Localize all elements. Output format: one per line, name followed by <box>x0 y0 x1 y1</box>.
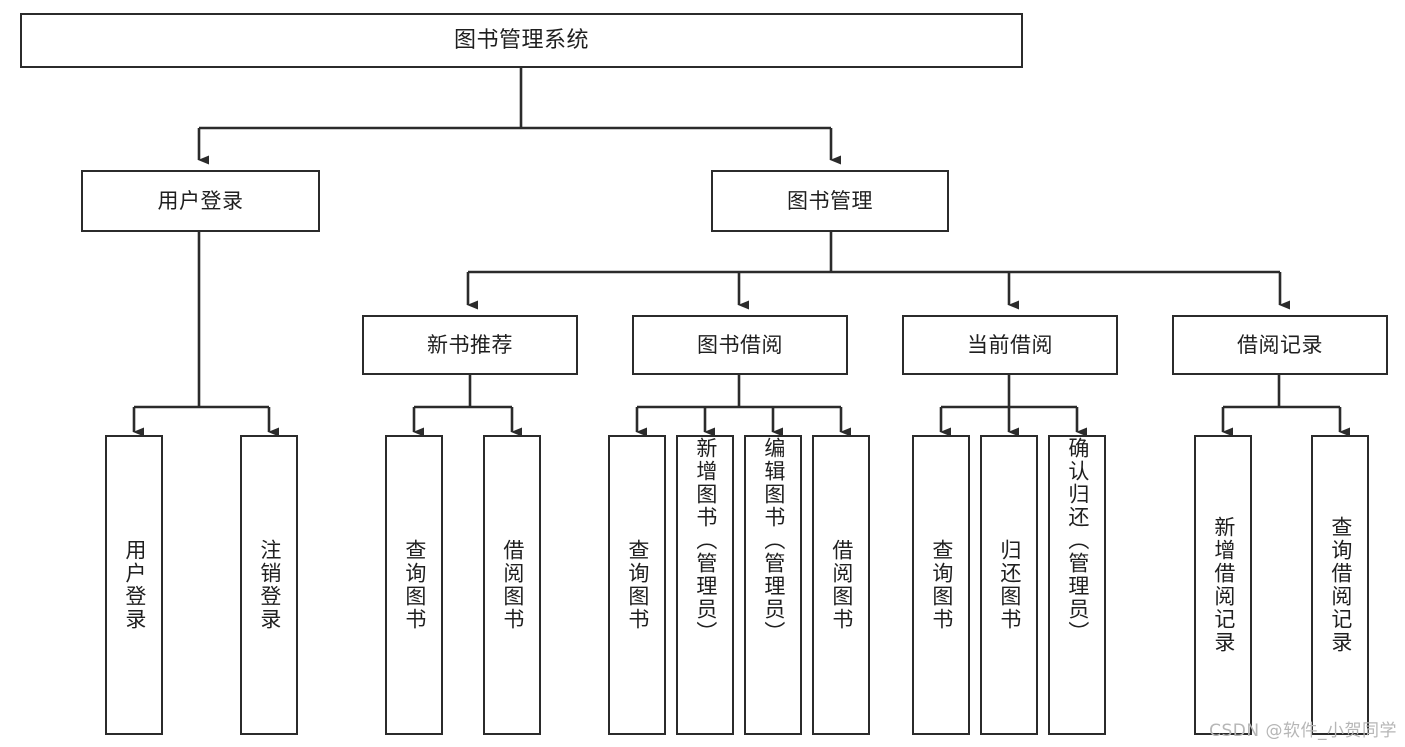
node-label: 借阅图书 <box>829 539 854 631</box>
leaf-query-book-borrow[interactable]: 查询图书 <box>608 435 666 735</box>
node-label: 借阅记录 <box>1237 332 1323 357</box>
node-label: 图书管理系统 <box>453 27 589 53</box>
leaf-borrow-book-newbook[interactable]: 借阅图书 <box>483 435 541 735</box>
node-label: 用户登录 <box>157 188 244 213</box>
node-user-login[interactable]: 用户登录 <box>81 170 320 232</box>
node-label: 注销登录 <box>257 539 282 631</box>
node-current-borrow[interactable]: 当前借阅 <box>902 315 1118 375</box>
node-label: 查询图书 <box>929 539 954 631</box>
node-root-system[interactable]: 图书管理系统 <box>20 13 1023 68</box>
leaf-borrow-book[interactable]: 借阅图书 <box>812 435 870 735</box>
node-label: 新增借阅记录 <box>1211 516 1236 654</box>
node-label: 用户登录 <box>122 539 147 631</box>
node-label: 新书推荐 <box>427 332 513 357</box>
node-label: 新增图书（管理员） <box>693 437 718 644</box>
node-new-book-recommend[interactable]: 新书推荐 <box>362 315 578 375</box>
node-label: 查询图书 <box>402 539 427 631</box>
node-label: 归还图书 <box>997 539 1022 631</box>
node-label: 确认归还（管理员） <box>1065 437 1090 644</box>
node-label: 当前借阅 <box>967 332 1053 357</box>
node-book-management[interactable]: 图书管理 <box>711 170 949 232</box>
leaf-logout[interactable]: 注销登录 <box>240 435 298 735</box>
node-label: 查询图书 <box>625 539 650 631</box>
node-borrow-record[interactable]: 借阅记录 <box>1172 315 1388 375</box>
leaf-confirm-return-admin[interactable]: 确认归还（管理员） <box>1048 435 1106 735</box>
node-label: 图书借阅 <box>697 332 783 357</box>
leaf-edit-book-admin[interactable]: 编辑图书（管理员） <box>744 435 802 735</box>
node-label: 借阅图书 <box>500 539 525 631</box>
leaf-query-borrow-record[interactable]: 查询借阅记录 <box>1311 435 1369 735</box>
csdn-watermark: CSDN @软件_小贺同学 <box>1209 721 1397 741</box>
node-label: 编辑图书（管理员） <box>761 437 786 644</box>
leaf-return-book[interactable]: 归还图书 <box>980 435 1038 735</box>
leaf-query-book-current[interactable]: 查询图书 <box>912 435 970 735</box>
leaf-add-borrow-record[interactable]: 新增借阅记录 <box>1194 435 1252 735</box>
node-label: 图书管理 <box>787 188 873 213</box>
leaf-user-login[interactable]: 用户登录 <box>105 435 163 735</box>
node-label: 查询借阅记录 <box>1328 516 1353 654</box>
node-book-borrow[interactable]: 图书借阅 <box>632 315 848 375</box>
leaf-add-book-admin[interactable]: 新增图书（管理员） <box>676 435 734 735</box>
leaf-query-book-newbook[interactable]: 查询图书 <box>385 435 443 735</box>
